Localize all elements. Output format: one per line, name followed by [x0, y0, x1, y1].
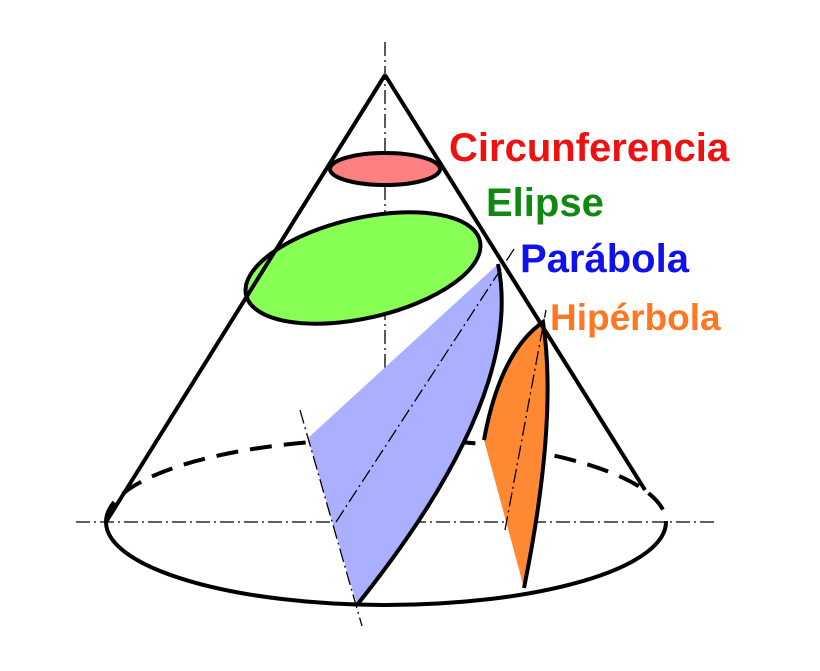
label-parabola: Parábola	[520, 237, 689, 281]
circle-section	[328, 151, 442, 187]
label-elipse: Elipse	[486, 181, 604, 225]
parabola-section	[308, 264, 502, 605]
parabola-curve	[355, 263, 504, 607]
cone-right-edge	[383, 73, 647, 492]
hyperbola-section	[484, 322, 548, 588]
label-hiperbola: Hipérbola	[550, 297, 721, 338]
hyperbola-plane-line	[504, 309, 547, 531]
cone-left-edge	[104, 73, 387, 524]
hyperbola-curve	[482, 318, 550, 589]
base-front-arc	[104, 521, 668, 607]
parabola-plane-line	[299, 409, 363, 627]
parabola-axis	[335, 245, 517, 523]
label-circunferencia: Circunferencia	[449, 126, 730, 170]
